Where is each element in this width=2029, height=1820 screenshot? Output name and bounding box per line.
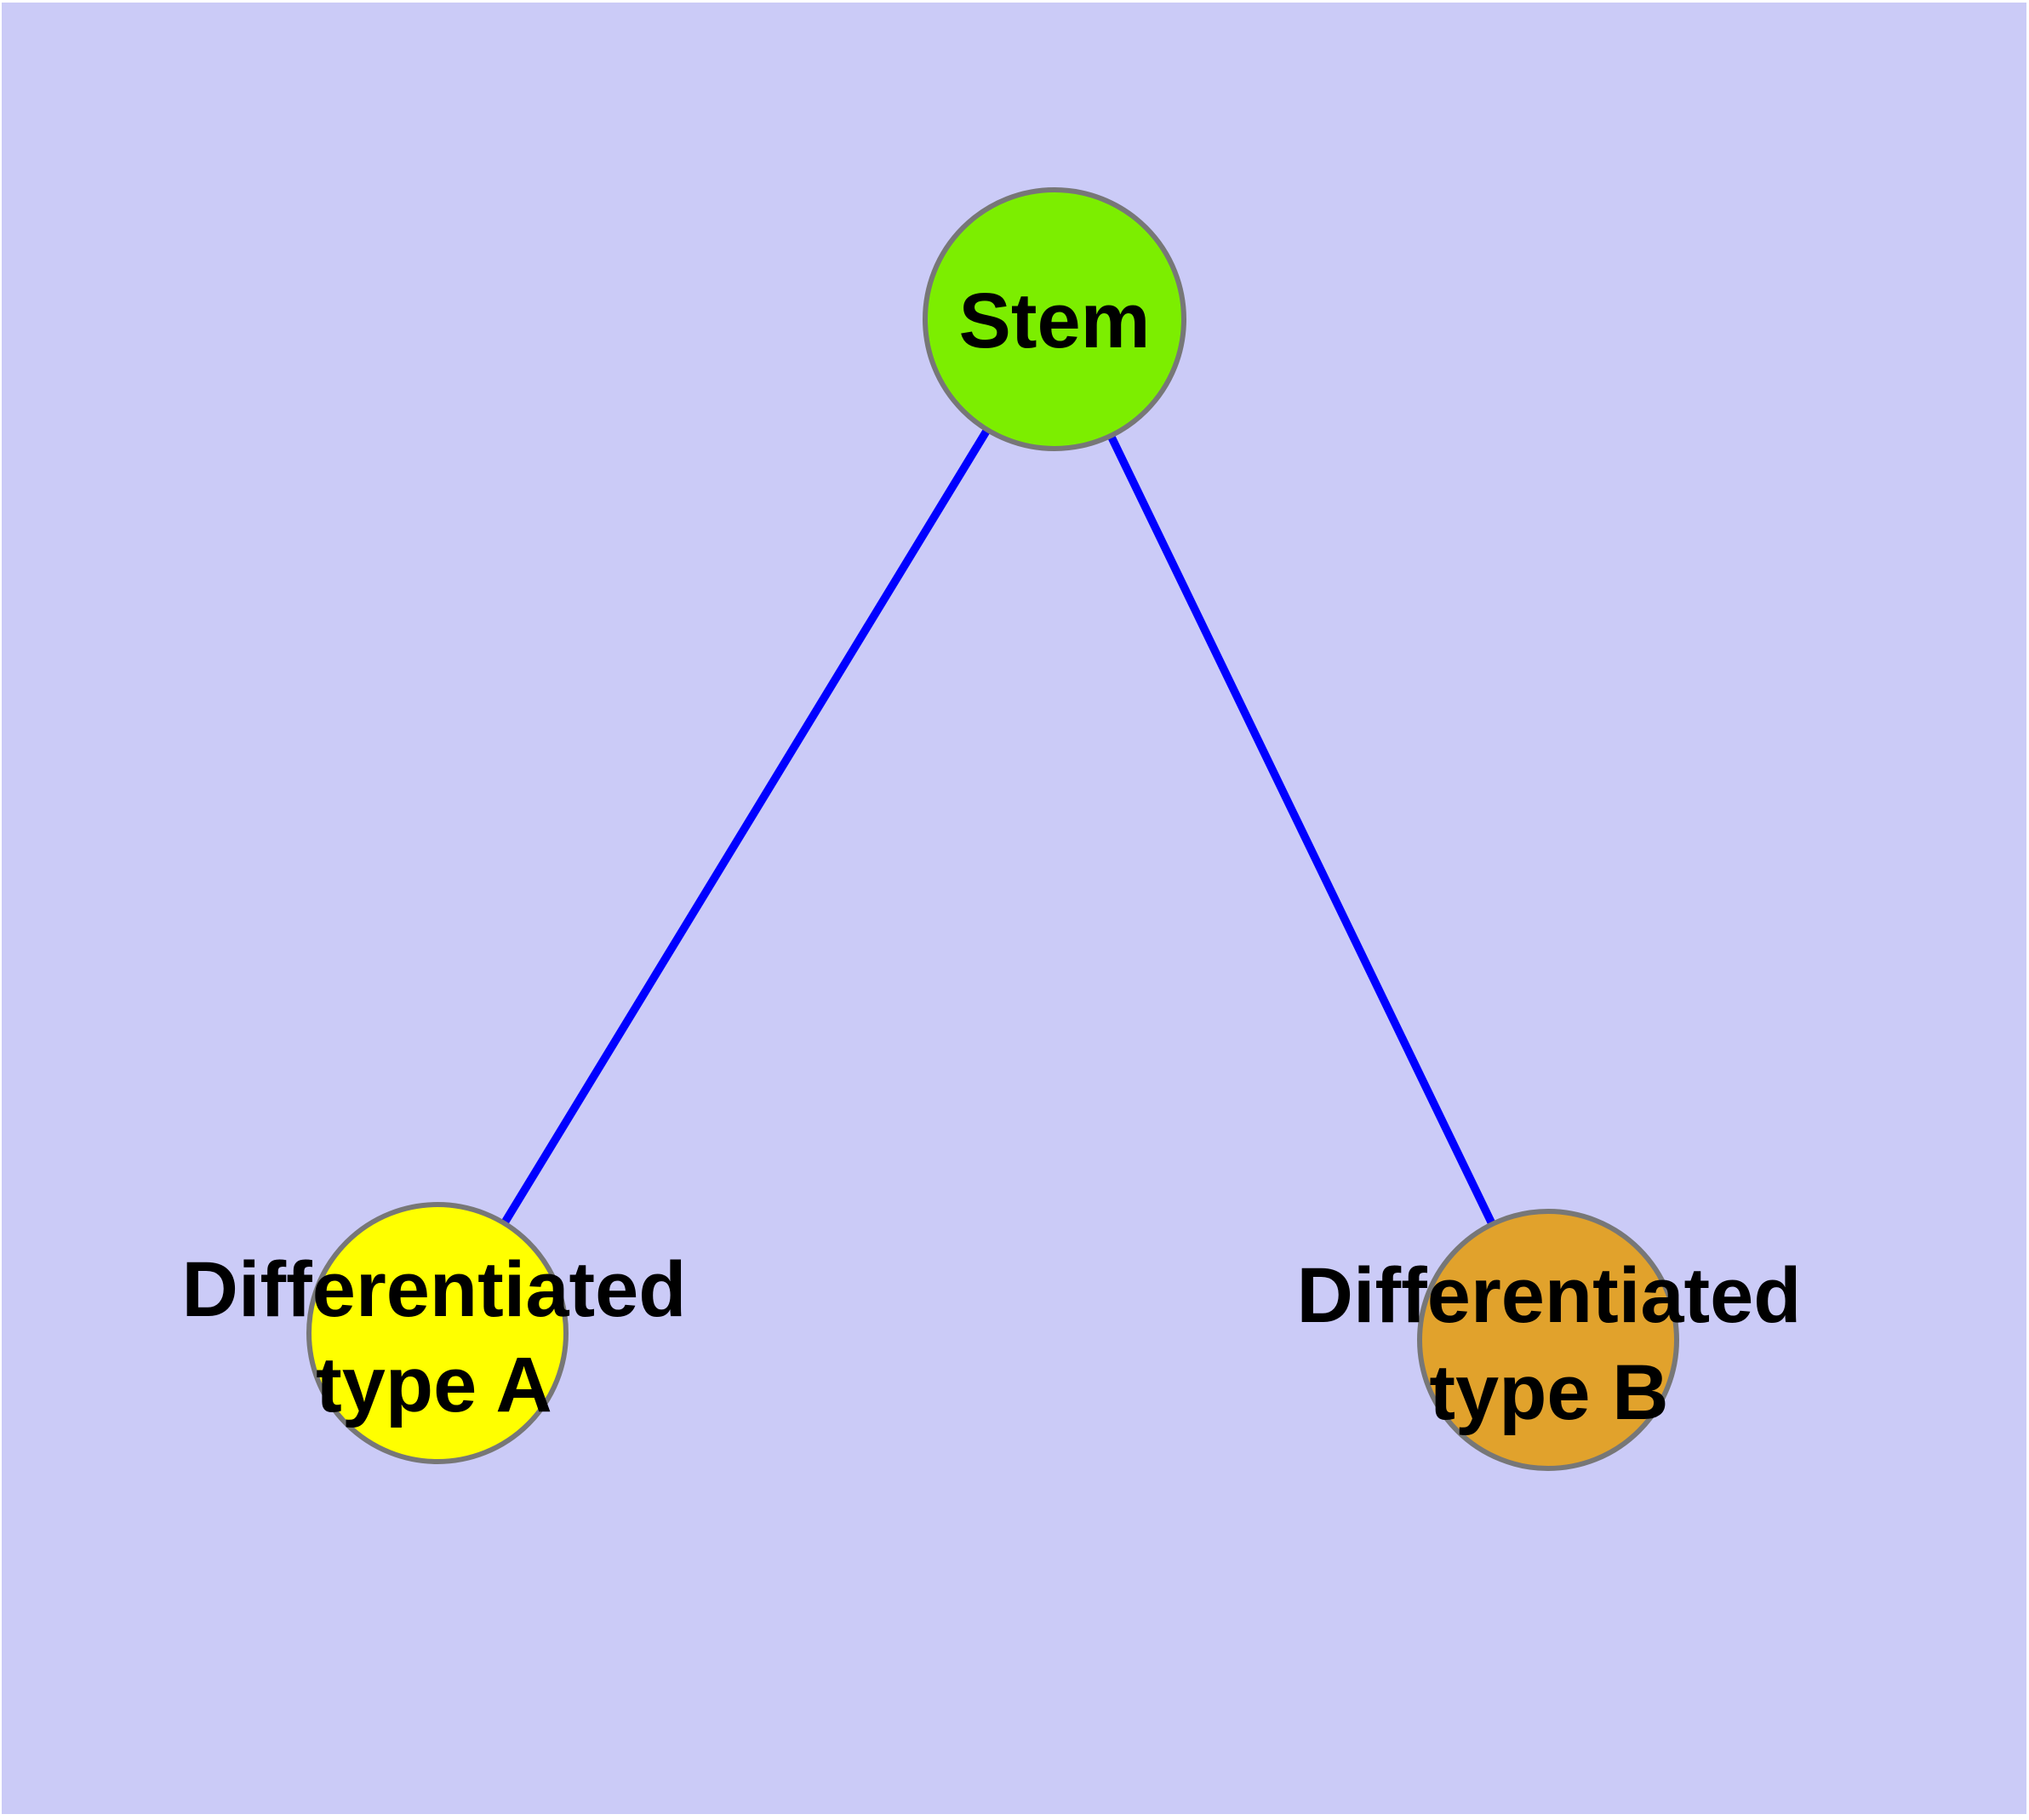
differentiated-type-b-node [1417, 1209, 1679, 1471]
stem-node [923, 187, 1186, 451]
differentiated-type-b-label-line1: Differentiated [1297, 1252, 1802, 1339]
differentiated-type-a-node [306, 1202, 569, 1464]
edge-stem-to-type-b [1050, 317, 1552, 1342]
stem-node-label: Stem [959, 278, 1151, 364]
differentiated-type-b-label-line2: type B [1429, 1349, 1668, 1436]
edge-stem-to-type-a [433, 317, 1059, 1336]
differentiated-type-a-label-line1: Differentiated [182, 1246, 687, 1333]
differentiated-type-a-label-line2: type A [316, 1342, 552, 1428]
